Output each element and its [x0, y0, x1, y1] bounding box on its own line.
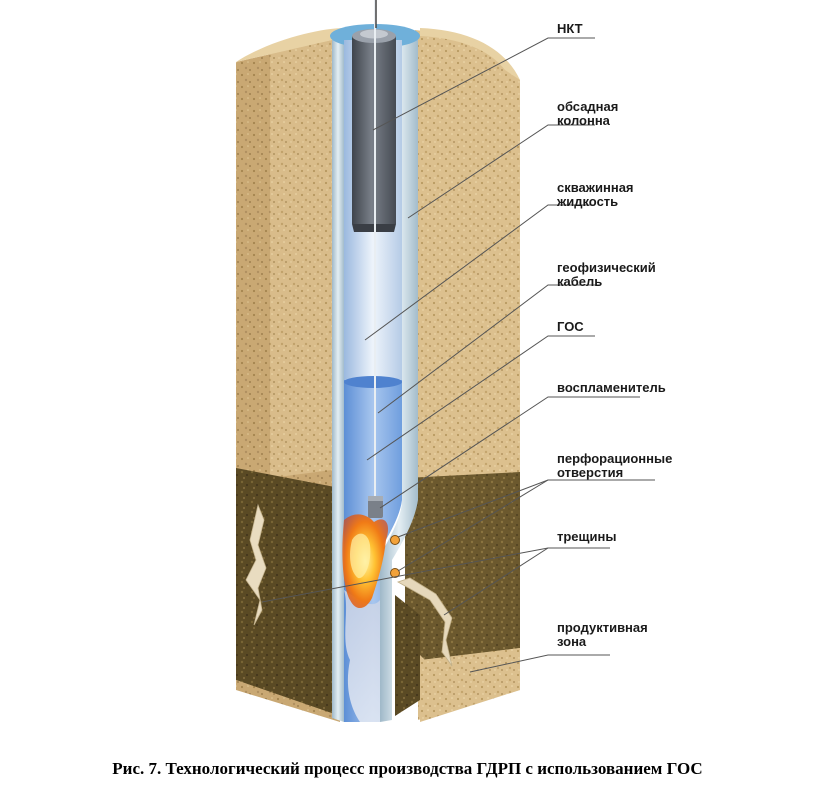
label-well-fluid: скважинная жидкость — [557, 181, 634, 209]
leader-cable — [377, 284, 600, 414]
casing-wall-left — [332, 40, 344, 722]
label-fluid-line1: скважинная — [557, 180, 634, 195]
label-productive-zone: продуктивная зона — [557, 621, 648, 649]
label-perforations: перфорационные отверстия — [557, 452, 672, 480]
label-casing-line1: обсадная — [557, 99, 619, 114]
rock-right — [415, 30, 520, 478]
leader-casing — [407, 124, 595, 219]
label-casing: обсадная колонна — [557, 100, 618, 128]
rock-left-side — [270, 40, 332, 478]
label-zone-line2: зона — [557, 634, 587, 649]
label-perforations-line1: перфорационные — [557, 451, 673, 466]
perforation-hole — [390, 568, 400, 578]
label-casing-line2: колонна — [557, 113, 610, 128]
casing-wall-right — [380, 40, 418, 722]
perforation-hole — [390, 535, 400, 545]
igniter — [368, 496, 383, 518]
fracture-right — [397, 577, 453, 667]
leader-tubing — [372, 37, 595, 131]
leader-gos — [366, 335, 595, 461]
fractures — [245, 503, 453, 667]
zone-right-front — [395, 595, 420, 716]
label-geophysical-cable: геофизический кабель — [557, 261, 656, 289]
fracture-left — [245, 503, 267, 626]
label-tubing: НКТ — [557, 21, 583, 36]
perforations — [390, 535, 400, 578]
label-cable-line1: геофизический — [557, 260, 656, 275]
leader-igniter — [379, 396, 640, 509]
label-gos: ГОС — [557, 319, 584, 334]
leader-zone — [469, 654, 610, 673]
label-igniter: воспламенитель — [557, 380, 666, 395]
leader-fluid — [364, 204, 595, 341]
label-perforations-line2: отверстия — [557, 465, 624, 480]
label-cable-line2: кабель — [557, 274, 603, 289]
zone-right — [405, 472, 520, 660]
label-zone-line1: продуктивная — [557, 620, 648, 635]
leader-fracture-2 — [443, 547, 549, 616]
figure-caption: Рис. 7. Технологический процесс производ… — [112, 759, 703, 778]
leader-perforation-2 — [397, 479, 549, 572]
label-fluid-line2: жидкость — [557, 194, 619, 209]
leader-lines — [261, 37, 655, 673]
label-fractures: трещины — [557, 529, 617, 544]
zone-left — [236, 468, 340, 716]
smoke — [344, 590, 380, 722]
